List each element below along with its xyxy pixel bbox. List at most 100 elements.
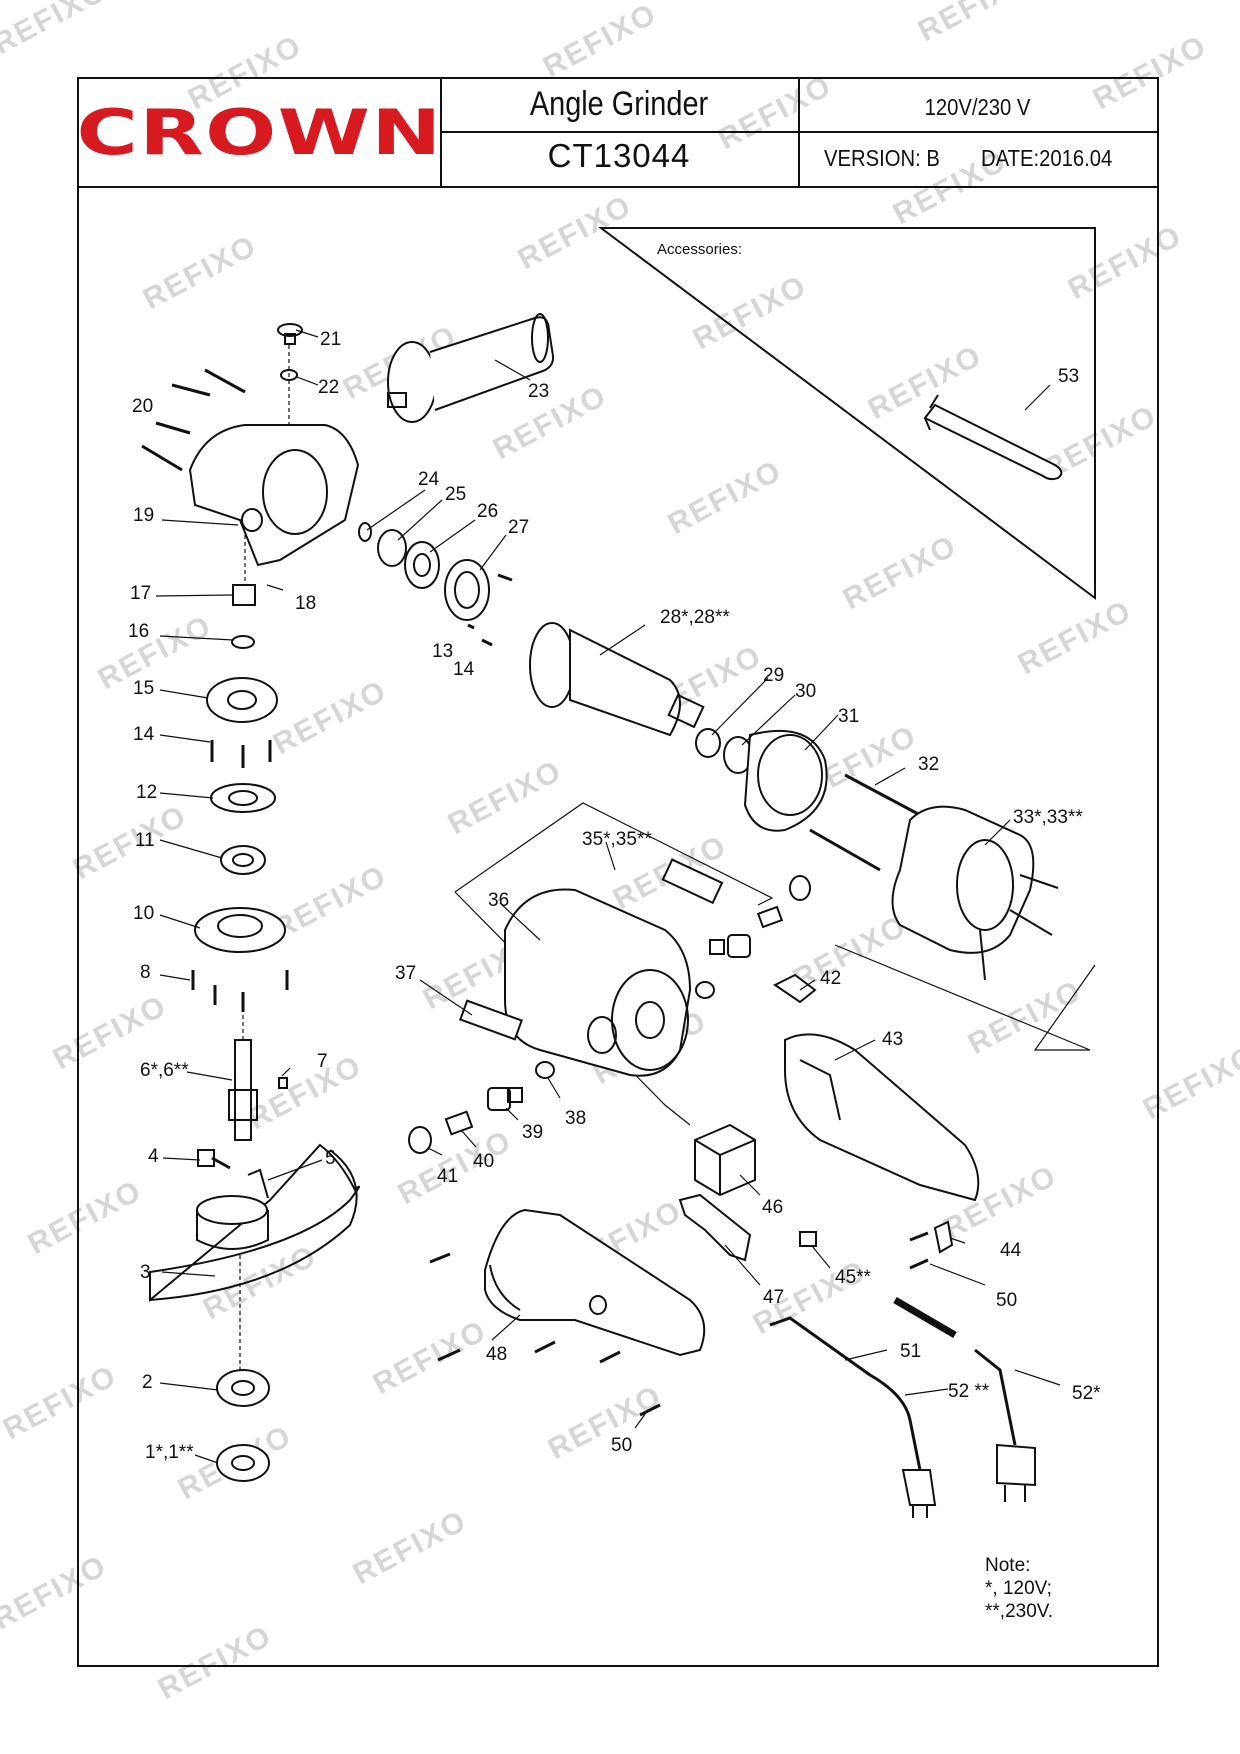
carbon-brush-right — [756, 905, 784, 929]
part-label: 13 — [432, 641, 453, 662]
bearing-11 — [220, 845, 266, 875]
brush-cap-41 — [408, 1126, 432, 1154]
part-label: 42 — [820, 968, 841, 989]
voltage-note: Note: *, 120V; **,230V. — [985, 1554, 1053, 1623]
bearing-cover-10 — [194, 907, 286, 953]
trigger-47 — [678, 1193, 752, 1262]
power-cord-52-120v — [974, 1348, 1036, 1502]
group-35 — [454, 802, 774, 906]
label-35 — [661, 858, 724, 905]
washer-24 — [358, 522, 372, 542]
date: DATE:2016.04 — [981, 145, 1113, 171]
part-label: 35*,35** — [582, 829, 652, 850]
part-label: 32 — [918, 754, 939, 775]
part-label: 51 — [900, 1341, 921, 1362]
part-label: 48 — [486, 1344, 507, 1365]
watermark: REFIXO — [0, 0, 112, 61]
brush-cap-right — [789, 875, 811, 901]
part-label: 6*,6** — [140, 1060, 189, 1081]
accessories-label: Accessories: — [657, 241, 743, 258]
title-block: CROWN Angle Grinder CT13044 120V/230 V V… — [76, 79, 1157, 188]
part-label: 25 — [445, 484, 466, 505]
part-label: 50 — [996, 1290, 1017, 1311]
part-label: 17 — [130, 583, 151, 604]
stator-33 — [891, 805, 1059, 981]
part-label: 50 — [611, 1435, 632, 1456]
part-label: 27 — [508, 517, 529, 538]
wrench-53 — [923, 394, 1063, 481]
part-label: 1*,1** — [145, 1442, 194, 1463]
switch-46 — [694, 1123, 756, 1197]
part-label: 22 — [318, 377, 339, 398]
part-label: 45** — [835, 1267, 872, 1288]
inner-flange-2 — [216, 1369, 270, 1407]
spec-cell: 120V/230 V VERSION: B DATE:2016.04 — [798, 79, 1157, 186]
cord-clamp-44 — [933, 1220, 954, 1254]
part-labels: 21 22 23 20 19 24 25 26 27 18 17 16 13 1… — [128, 329, 1101, 1463]
part-label: 28*,28** — [660, 607, 730, 628]
part-label: 10 — [133, 903, 154, 924]
part-label: 5 — [325, 1148, 336, 1169]
part-label: 29 — [763, 665, 784, 686]
part-label: 37 — [395, 963, 416, 984]
cable-sleeve-51 — [769, 1316, 871, 1377]
part-label: 33*,33** — [1013, 807, 1083, 828]
part-label: 11 — [135, 830, 155, 851]
side-handle-23 — [387, 313, 555, 423]
version: VERSION: B — [824, 145, 940, 171]
part-label: 43 — [882, 1029, 903, 1050]
part-label: 14 — [453, 659, 475, 680]
part-label: 24 — [418, 469, 440, 490]
part-label: 20 — [132, 396, 153, 417]
handle-half-43 — [784, 1033, 980, 1202]
part-label: 52 ** — [948, 1381, 990, 1402]
part-label: 7 — [317, 1051, 328, 1072]
screw-4 — [197, 1149, 231, 1170]
logo-cell: CROWN — [76, 79, 442, 186]
note-title: Note: — [985, 1555, 1031, 1576]
baffle-31 — [743, 729, 828, 832]
plate-27 — [444, 559, 490, 621]
part-label: 12 — [136, 782, 157, 803]
screws-50-right — [909, 1231, 929, 1270]
part-label: 53 — [1058, 366, 1079, 387]
part-label: 39 — [522, 1122, 543, 1143]
part-label: 16 — [128, 621, 149, 642]
product-cell: Angle Grinder CT13044 — [440, 79, 800, 186]
screws-20 — [141, 368, 246, 472]
carbon-brush-40 — [444, 1110, 474, 1136]
screws-50-left — [429, 1252, 661, 1417]
key-7 — [278, 1077, 288, 1089]
part-label: 8 — [140, 962, 151, 983]
part-label: 4 — [148, 1146, 159, 1167]
part-label: 21 — [320, 329, 341, 350]
motor-housing-36 — [504, 888, 692, 1077]
handle-half-48 — [484, 1208, 706, 1357]
note-line-120v: *, 120V; — [985, 1578, 1052, 1599]
drawing-frame: CROWN Angle Grinder CT13044 120V/230 V V… — [76, 77, 1159, 1667]
product-name: Angle Grinder — [529, 85, 709, 123]
spindle-6 — [228, 1039, 258, 1141]
capacitor-45 — [799, 1231, 817, 1247]
part-label: 36 — [488, 890, 509, 911]
screws-14 — [210, 740, 272, 768]
power-cord-52-230v — [869, 1373, 937, 1518]
armature-28 — [529, 622, 705, 737]
cable-sleeve-230v — [893, 1296, 957, 1339]
part-label: 46 — [762, 1197, 783, 1218]
note-line-230v: **,230V. — [985, 1601, 1053, 1622]
part-label: 19 — [133, 505, 154, 526]
voltage: 120V/230 V — [924, 94, 1031, 120]
bearing-29 — [695, 728, 721, 758]
plug-21 — [277, 323, 303, 345]
brush-holder-39 — [487, 1087, 523, 1111]
part-drawings — [141, 227, 1096, 1518]
wheel-guard-3 — [149, 1143, 360, 1303]
circlip-16 — [231, 635, 255, 649]
watermark: REFIXO — [913, 0, 1038, 48]
part-label: 41 — [437, 1166, 458, 1187]
leader-lines — [155, 329, 1061, 1464]
part-label: 23 — [528, 381, 549, 402]
part-label: 31 — [838, 706, 859, 727]
